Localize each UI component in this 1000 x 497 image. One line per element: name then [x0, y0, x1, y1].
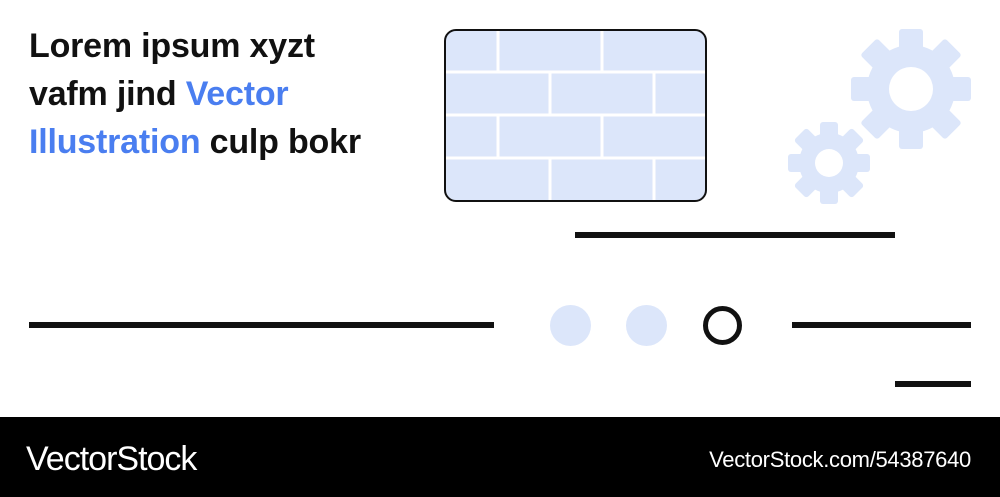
- divider-line: [29, 322, 494, 328]
- brand-logo: VectorStock: [26, 440, 197, 478]
- brick-pattern: [446, 31, 705, 200]
- footer-bar: VectorStock VectorStock.com/54387640: [0, 417, 1000, 497]
- filled-dot: [550, 305, 591, 346]
- divider-line: [895, 381, 971, 387]
- filled-dot: [626, 305, 667, 346]
- gear-icon: [788, 122, 870, 204]
- headline-text-start: Lorem ipsum xyzt vafm jind: [29, 27, 315, 113]
- gear-icon: [851, 29, 971, 149]
- headline-text-end: culp bokr: [200, 123, 361, 161]
- outlined-dot: [703, 306, 742, 345]
- divider-line: [575, 232, 895, 238]
- brick-wall-icon: [444, 29, 707, 202]
- source-url: VectorStock.com/54387640: [709, 447, 971, 472]
- headline-highlight: Vector Illustration: [29, 75, 289, 161]
- divider-line: [792, 322, 971, 328]
- headline: Lorem ipsum xyzt vafm jind Vector Illust…: [29, 22, 389, 166]
